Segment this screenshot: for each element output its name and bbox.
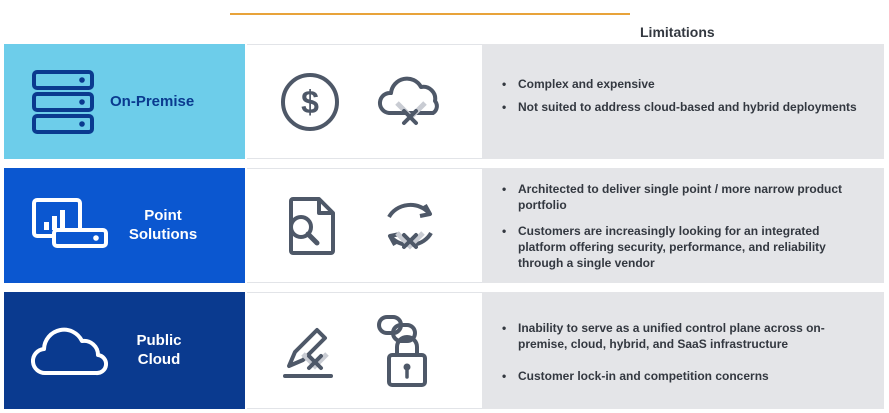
label-on-premise: On-Premise bbox=[110, 93, 195, 110]
limitations-list: Complex and expensive Not suited to addr… bbox=[500, 76, 866, 122]
icon-cell-on-premise: $ bbox=[247, 44, 482, 159]
label-cell-on-premise: On-Premise bbox=[4, 44, 245, 159]
dollar-icon: $ bbox=[281, 72, 339, 131]
label-line: Cloud bbox=[137, 351, 181, 368]
label-line: Solutions bbox=[128, 226, 198, 243]
cloud-icon bbox=[31, 327, 108, 375]
limitation-item: Not suited to address cloud-based and hy… bbox=[500, 99, 866, 115]
row-public-cloud: Public Cloud Inability to serve as a uni… bbox=[4, 292, 884, 409]
accent-divider bbox=[230, 13, 630, 15]
limitations-cell-point-solutions: Architected to deliver single point / mo… bbox=[482, 168, 884, 283]
label-cell-public-cloud: Public Cloud bbox=[4, 292, 245, 409]
limitations-list: Inability to serve as a unified control … bbox=[500, 320, 866, 400]
limitation-item: Complex and expensive bbox=[500, 76, 866, 92]
row-point-solutions: Point Solutions Architected to deliver s… bbox=[4, 168, 884, 283]
limitations-cell-public-cloud: Inability to serve as a unified control … bbox=[482, 292, 884, 409]
limitations-list: Architected to deliver single point / mo… bbox=[500, 181, 866, 281]
limitations-heading: Limitations bbox=[640, 24, 715, 40]
label-line: Point bbox=[144, 207, 182, 224]
sync-x-icon bbox=[387, 202, 433, 250]
svg-text:$: $ bbox=[301, 84, 319, 120]
icon-cell-public-cloud bbox=[247, 292, 482, 409]
limitation-item: Inability to serve as a unified control … bbox=[500, 320, 866, 352]
label-public-cloud: Public Cloud bbox=[114, 331, 204, 369]
server-stack-icon bbox=[32, 69, 94, 134]
limitations-cell-on-premise: Complex and expensive Not suited to addr… bbox=[482, 44, 884, 159]
icon-cell-point-solutions bbox=[247, 168, 482, 283]
edit-x-icon bbox=[283, 327, 333, 378]
limitation-item: Architected to deliver single point / mo… bbox=[500, 181, 866, 213]
chain-lock-icon bbox=[377, 314, 427, 387]
monitor-chart-icon bbox=[32, 197, 108, 248]
limitation-item: Customer lock-in and competition concern… bbox=[500, 368, 866, 384]
limitation-item: Customers are increasingly looking for a… bbox=[500, 223, 866, 271]
row-on-premise: On-Premise $ Complex and expensive Not s… bbox=[4, 44, 884, 159]
document-search-icon bbox=[289, 196, 335, 255]
label-cell-point-solutions: Point Solutions bbox=[4, 168, 245, 283]
cloud-x-icon bbox=[378, 76, 439, 125]
label-line: Public bbox=[136, 332, 182, 349]
label-point-solutions: Point Solutions bbox=[118, 206, 208, 244]
